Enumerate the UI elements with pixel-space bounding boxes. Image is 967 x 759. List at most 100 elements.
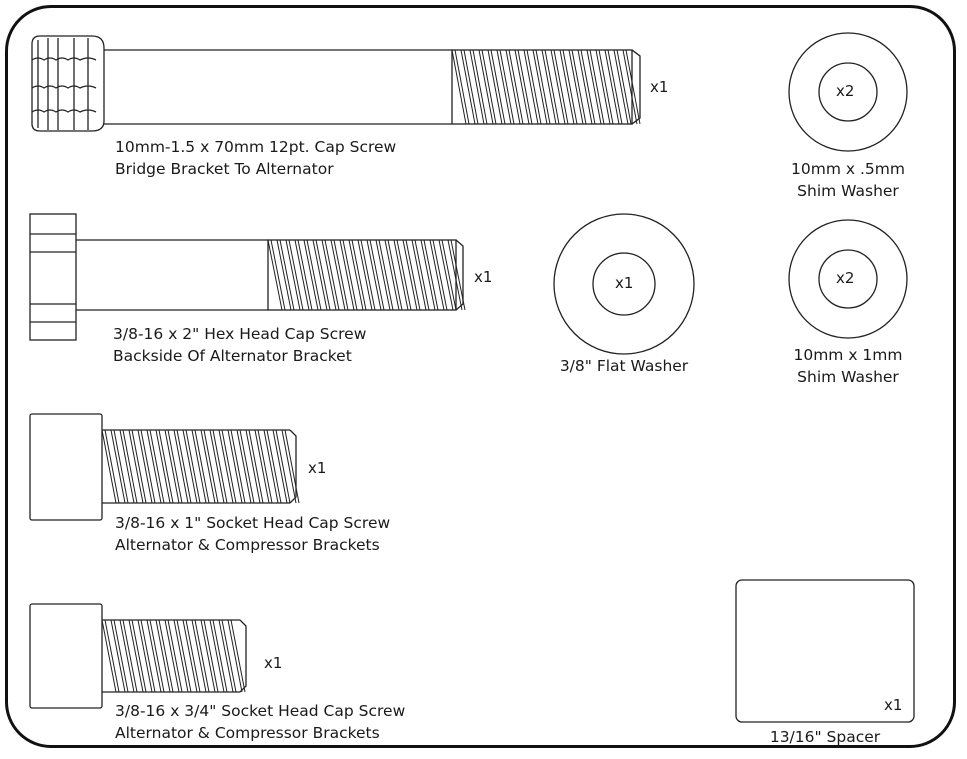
spacer-qty: x1 [884, 696, 903, 714]
washer-3-spec: 10mm x 1mm [793, 346, 903, 364]
thread-line [149, 619, 165, 693]
thread-line [297, 239, 313, 311]
bolt-3-spec: 3/8-16 x 1" Socket Head Cap Screw [115, 514, 391, 532]
bolt-2-usage: Backside Of Alternator Bracket [113, 347, 352, 365]
washer-3-label: 10mm x 1mm Shim Washer [768, 344, 928, 388]
thread-line [508, 49, 524, 125]
thread-line [571, 49, 587, 125]
thread-line [158, 619, 174, 693]
thread-line [405, 239, 421, 311]
thread-line [185, 429, 201, 504]
thread-line [625, 49, 641, 125]
thread-line [411, 239, 427, 311]
thread-line [110, 429, 126, 504]
thread-line [414, 239, 430, 311]
thread-line [113, 619, 129, 693]
shim-washer-05mm-drawing [788, 32, 908, 152]
thread-line [351, 239, 367, 311]
thread-line [541, 49, 557, 125]
thread-line [589, 49, 605, 125]
washer-3-type: Shim Washer [797, 368, 899, 386]
thread-line [270, 239, 286, 311]
bolt-4-qty: x1 [264, 654, 283, 672]
thread-line [616, 49, 632, 125]
diagram-frame [5, 5, 956, 748]
shim-washer-1mm-drawing [788, 219, 908, 339]
thread-line [454, 49, 470, 125]
thread-line [438, 239, 454, 311]
thread-line [342, 239, 358, 311]
thread-line [487, 49, 503, 125]
thread-line [203, 429, 219, 504]
thread-line [580, 49, 596, 125]
thread-line [191, 429, 207, 504]
thread-line [182, 619, 198, 693]
thread-line [279, 239, 295, 311]
thread-line [553, 49, 569, 125]
thread-line [227, 619, 243, 693]
thread-line [451, 49, 467, 125]
thread-line [131, 619, 147, 693]
bolt-4-label: 3/8-16 x 3/4" Socket Head Cap Screw Alte… [115, 700, 405, 744]
thread-line [330, 239, 346, 311]
thread-line [429, 239, 445, 311]
thread-line [450, 239, 466, 311]
thread-line [505, 49, 521, 125]
thread-line [176, 429, 192, 504]
thread-line [281, 429, 297, 504]
washer-1-label: 10mm x .5mm Shim Washer [768, 158, 928, 202]
bolt-1-spec: 10mm-1.5 x 70mm 12pt. Cap Screw [115, 138, 397, 156]
thread-line [357, 239, 373, 311]
thread-line [276, 239, 292, 311]
thread-line [155, 429, 171, 504]
thread-line [218, 429, 234, 504]
thread-line [200, 429, 216, 504]
bolt-3-usage: Alternator & Compressor Brackets [115, 536, 380, 554]
washer-2-qty: x1 [615, 274, 634, 292]
thread-line [140, 619, 156, 693]
thread-line [245, 429, 261, 504]
thread-line [248, 429, 264, 504]
thread-line [469, 49, 485, 125]
thread-line [158, 429, 174, 504]
thread-line [496, 49, 512, 125]
thread-line [481, 49, 497, 125]
thread-line [523, 49, 539, 125]
thread-line [447, 239, 463, 311]
thread-line [423, 239, 439, 311]
thread-line [267, 239, 283, 311]
thread-line [101, 429, 117, 504]
thread-line [577, 49, 593, 125]
washer-1-type: Shim Washer [797, 182, 899, 200]
thread-line [432, 239, 448, 311]
thread-line [532, 49, 548, 125]
thread-line [263, 429, 279, 504]
bolt-12pt-cap-screw-drawing [31, 35, 641, 132]
spacer-label: 13/16" Spacer [769, 728, 881, 746]
thread-line [254, 429, 270, 504]
thread-line [140, 429, 156, 504]
thread-line [275, 429, 291, 504]
thread-line [212, 429, 228, 504]
thread-line [284, 429, 300, 504]
washer-1-spec: 10mm x .5mm [791, 160, 905, 178]
thread-line [230, 619, 246, 693]
thread-line [526, 49, 542, 125]
thread-line [104, 429, 120, 504]
thread-line [604, 49, 620, 125]
thread-line [285, 239, 301, 311]
thread-line [173, 429, 189, 504]
thread-line [478, 49, 494, 125]
thread-line [375, 239, 391, 311]
thread-line [463, 49, 479, 125]
thread-line [288, 239, 304, 311]
thread-line [137, 429, 153, 504]
thread-line [119, 619, 135, 693]
thread-line [239, 429, 255, 504]
thread-line [227, 429, 243, 504]
bolt-3-label: 3/8-16 x 1" Socket Head Cap Screw Altern… [115, 512, 390, 556]
thread-line [266, 429, 282, 504]
thread-line [146, 619, 162, 693]
thread-line [622, 49, 638, 125]
